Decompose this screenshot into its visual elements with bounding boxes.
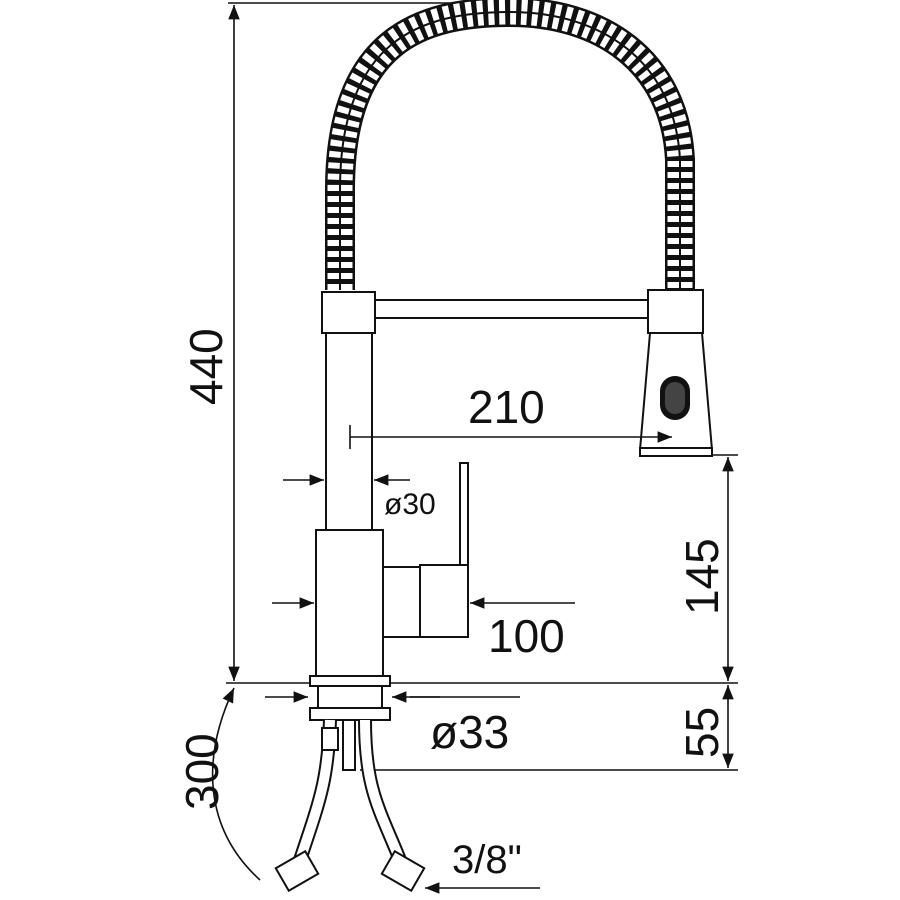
dim-hose-length: 300 (176, 733, 228, 810)
dimension-lines (211, 4, 734, 894)
dim-spout-reach: 210 (468, 381, 545, 433)
dim-body-diameter: ø30 (384, 488, 436, 521)
dim-base-diameter: ø33 (430, 706, 509, 758)
dim-body-depth: 100 (488, 610, 565, 662)
spring-hose (325, 0, 695, 290)
dim-connection: 3/8" (452, 838, 522, 882)
faucet-body (274, 289, 714, 893)
dim-total-height: 440 (180, 328, 232, 405)
dim-spout-clearance: 145 (676, 538, 728, 615)
dim-base-height: 55 (676, 707, 728, 758)
